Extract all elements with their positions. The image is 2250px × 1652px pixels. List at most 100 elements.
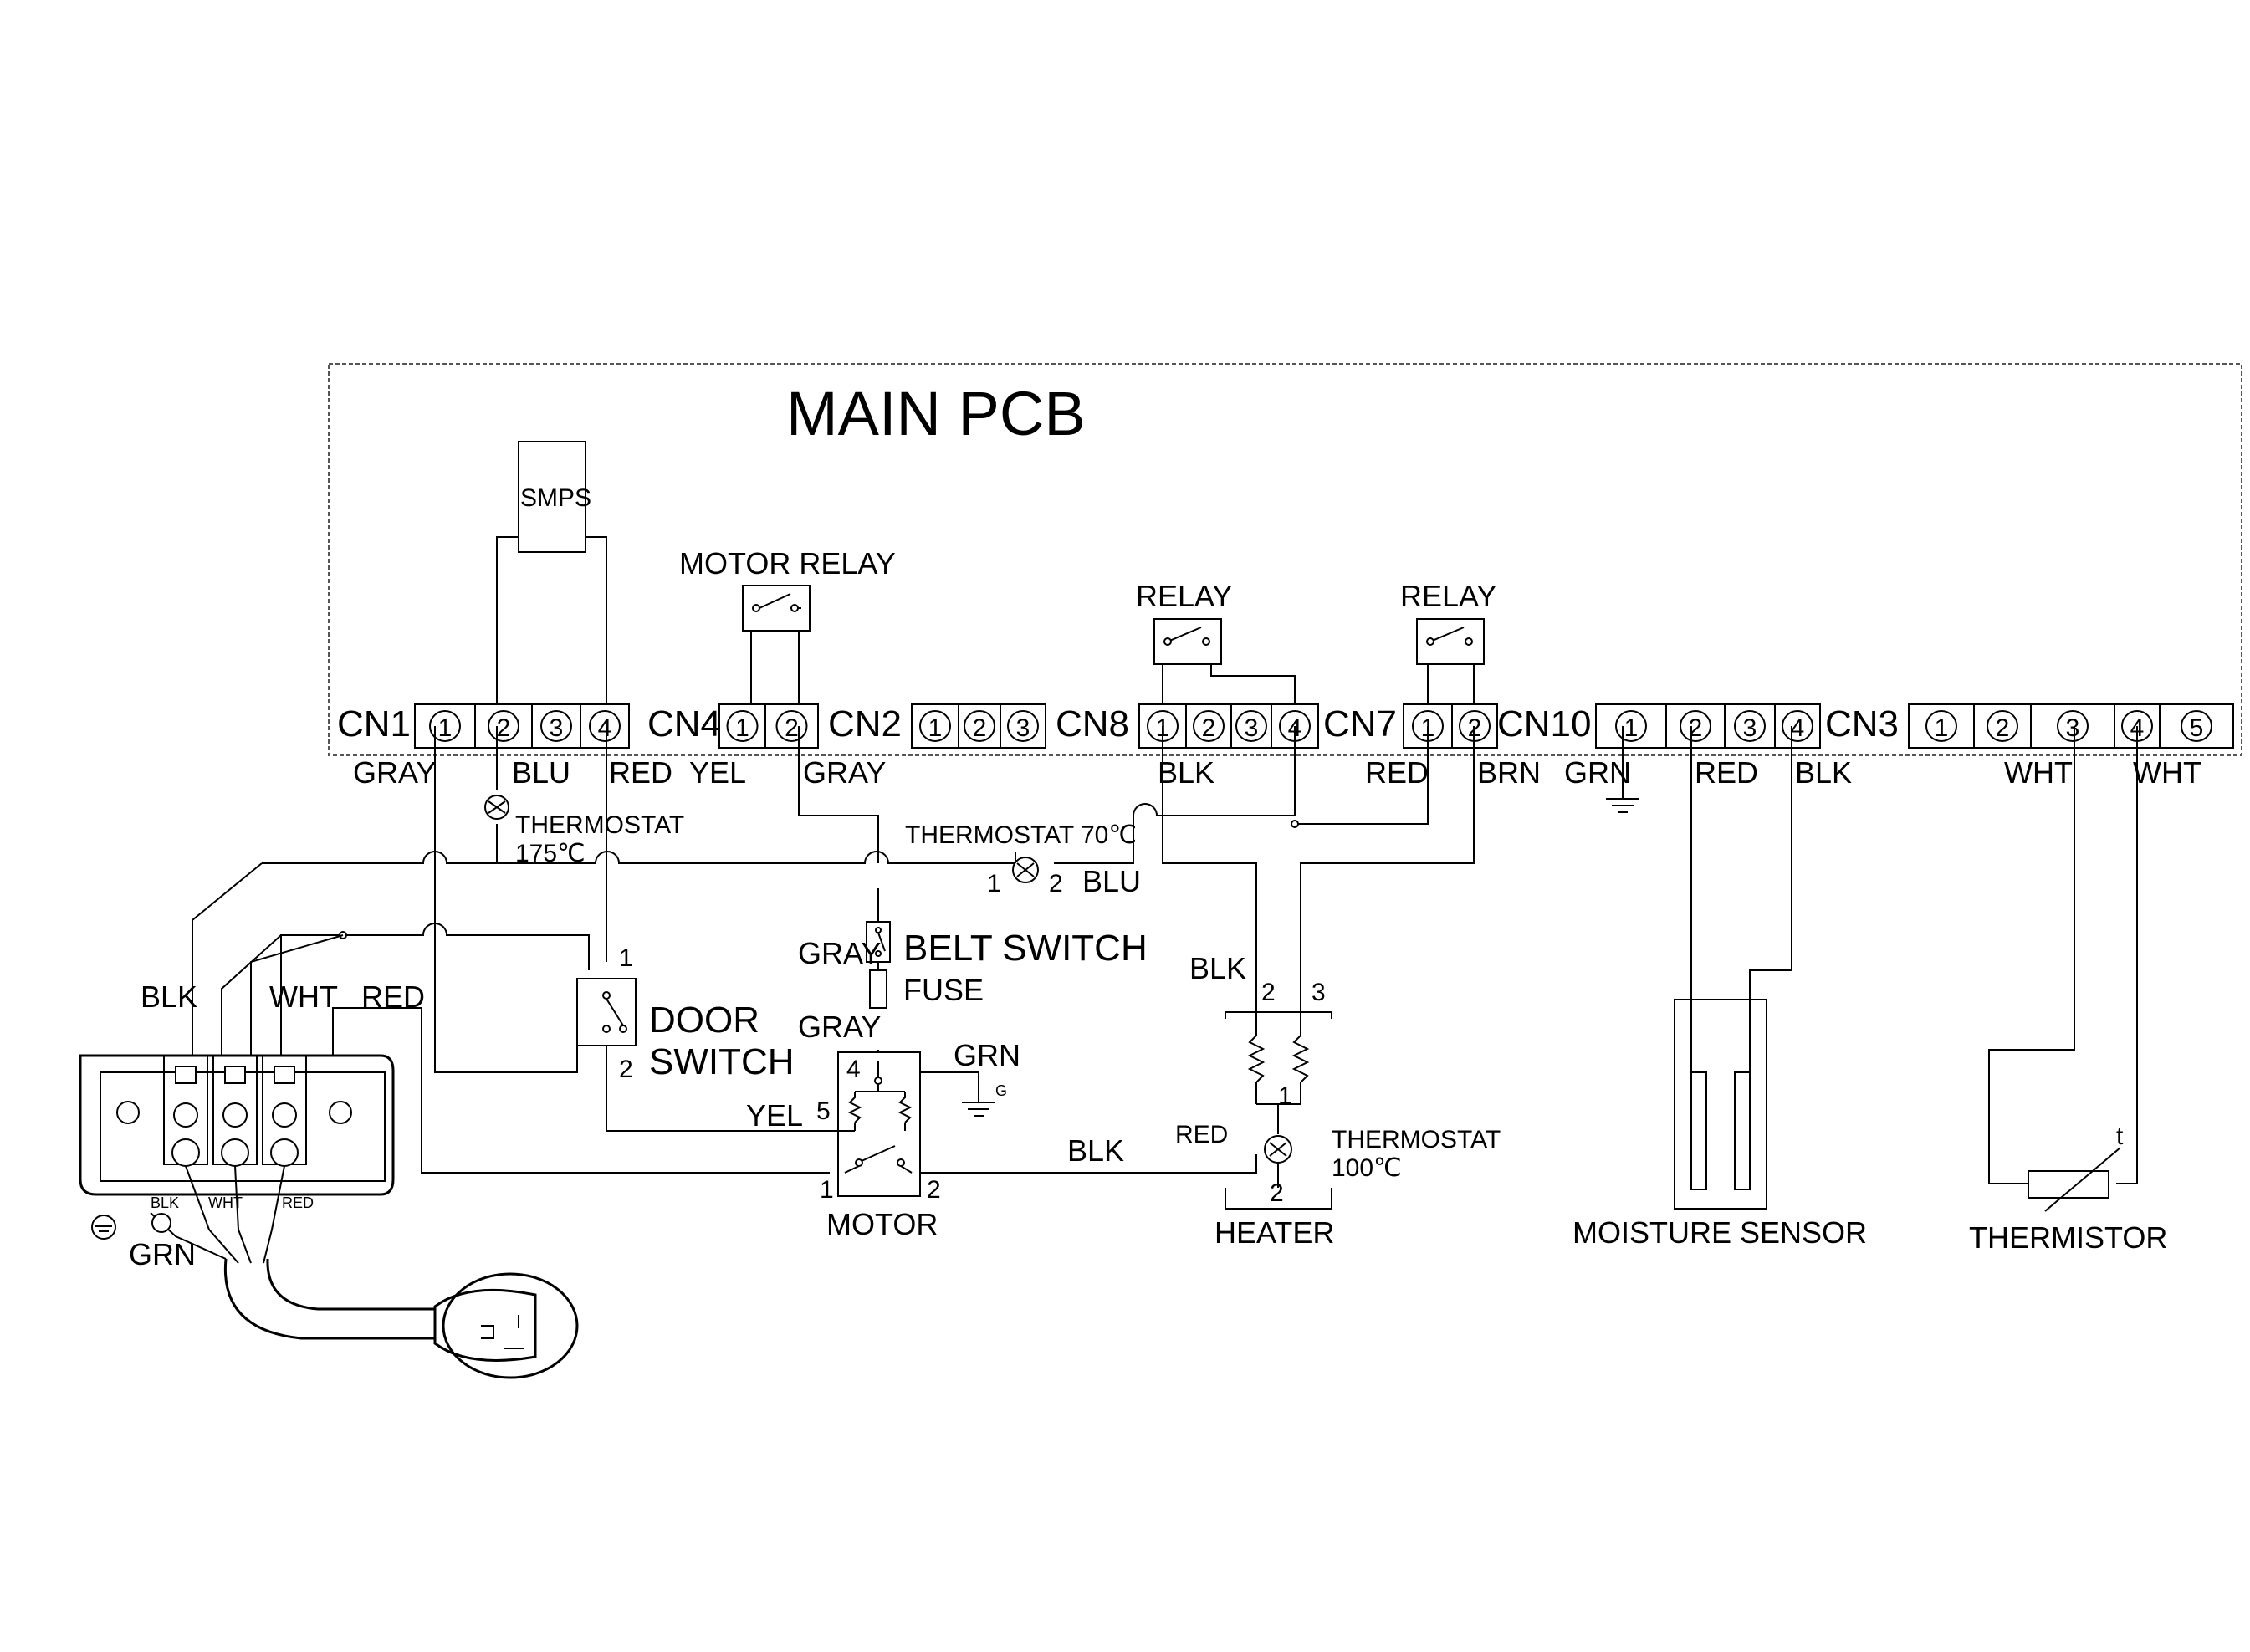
connector-cn1-pin-number: 4 [598, 714, 612, 742]
connector-cn8-label: CN8 [1056, 703, 1129, 744]
thermistor-label: THERMISTOR [1969, 1220, 2167, 1255]
thermostat-100-line2: 100℃ [1332, 1154, 1402, 1182]
motor-label: MOTOR [826, 1207, 938, 1241]
thermostat-175-line2: 175℃ [515, 840, 586, 867]
wire-label-yel-motor: YEL [746, 1098, 803, 1133]
main-pcb-title: MAIN PCB [786, 379, 1086, 448]
wire-label-cn3-wht-b: WHT [2133, 755, 2201, 790]
terminal-label-grn: GRN [129, 1237, 196, 1271]
fuse: FUSE [869, 969, 984, 1009]
relay-a-label: RELAY [1136, 579, 1232, 613]
connector-cn10-pin-circle [1734, 710, 1766, 742]
connector-cn4-pin-number: 1 [735, 714, 749, 742]
connector-cn1-label: CN1 [337, 703, 411, 744]
connector-cn10-pin-number: 4 [1791, 714, 1805, 742]
smps: SMPS [496, 441, 607, 726]
wire-label-cn4-yel: YEL [689, 755, 746, 790]
wire-label-cn1-red: RED [609, 755, 672, 790]
connector-cn3-pin-number: 1 [1935, 714, 1949, 742]
connector-cn2-pin-circle [919, 710, 951, 742]
thermostat-70-label: THERMOSTAT 70℃ [905, 821, 1137, 849]
connector-cn2-pin-number: 2 [973, 714, 987, 742]
thermistor: t THERMISTOR [1969, 1123, 2167, 1255]
main-pcb-board [328, 363, 2242, 756]
connector-cn3-pin-circle [2181, 710, 2212, 742]
heater-pin1: 1 [1278, 1082, 1292, 1110]
motor-pin1: 1 [820, 1176, 834, 1204]
connector-cn2-pin-circle [1007, 710, 1039, 742]
moisture-sensor-label: MOISTURE SENSOR [1572, 1215, 1867, 1250]
connector-cn2-pin-number: 3 [1016, 714, 1030, 742]
wire-label-blu-70: BLU [1082, 864, 1141, 898]
wire-label-blk-heater: BLK [1189, 951, 1246, 985]
terminal-block: BLK WHT RED GRN [79, 1054, 579, 1379]
motor-pin5: 5 [816, 1097, 831, 1125]
thermostat-175-line1: THERMOSTAT [515, 811, 684, 839]
connector-cn1-pin-number: 2 [497, 714, 511, 742]
connector-cn10-label: CN10 [1497, 703, 1592, 744]
connector-cn2-pin-circle [964, 710, 995, 742]
connector-cn8-pin-number: 2 [1202, 714, 1216, 742]
wire-label-cn1-blu: BLU [512, 755, 570, 790]
wire-label-cn8-blk: BLK [1158, 755, 1214, 790]
connector-cn1-pin-number: 1 [438, 714, 453, 742]
connector-cn7-label: CN7 [1323, 703, 1397, 744]
belt-switch-label: BELT SWITCH [903, 928, 1148, 969]
wire-label-red-heater: RED [1175, 1121, 1228, 1148]
connector-cn3-pin-number: 2 [1996, 714, 2010, 742]
motor-pin2: 2 [927, 1176, 941, 1204]
thermostat-70-pin2: 2 [1049, 870, 1063, 898]
wire-label-cn10-red: RED [1695, 755, 1758, 790]
fuse-label: FUSE [903, 973, 984, 1007]
wire-label-cn1-gray: GRAY [353, 755, 436, 790]
connector-cn10-pin-circle [1782, 710, 1813, 742]
connector-cn2-pin-number: 1 [928, 714, 943, 742]
connector-cn3-pin-circle [1987, 710, 2018, 742]
wire-label-gray-fuse: GRAY [798, 1010, 881, 1044]
thermostat-100-line1: THERMOSTAT [1332, 1126, 1501, 1153]
heater-pin2b: 2 [1270, 1179, 1284, 1207]
wire-label-cn7-brn: BRN [1477, 755, 1541, 790]
heater-label: HEATER [1214, 1215, 1334, 1250]
connector-cn3-pin-number: 3 [2066, 714, 2080, 742]
connector-cn3-pin-circle [2057, 710, 2089, 742]
heater: 2 3 1 2 HEATER [1214, 979, 1334, 1250]
terminal-label-blk: BLK [151, 1194, 179, 1211]
door-switch-line1: DOOR [649, 1000, 759, 1041]
connector-cn3-pin-number: 5 [2190, 714, 2204, 742]
thermostat-70: THERMOSTAT 70℃ 1 2 BLU [905, 821, 1141, 898]
wire-label-plug-red: RED [361, 979, 425, 1014]
wire-label-plug-blk: BLK [141, 979, 197, 1014]
connector-cn8-pin-circle [1193, 710, 1225, 742]
connector-cn8-pin-circle [1235, 710, 1267, 742]
connector-cn10-pin-circle [1680, 710, 1711, 742]
motor-relay: MOTOR RELAY [679, 546, 896, 726]
wires [192, 726, 2138, 1184]
door-switch: 1 2 DOOR SWITCH [576, 944, 795, 1083]
relay-b: RELAY [1400, 579, 1496, 726]
wire-label-grn-motor: GRN [954, 1038, 1020, 1072]
connector-cn2-label: CN2 [828, 703, 902, 744]
door-switch-pin1: 1 [619, 944, 633, 972]
connector-cn8-pin-number: 3 [1245, 714, 1259, 742]
terminal-label-red: RED [282, 1194, 314, 1211]
wire-label-cn4-gray: GRAY [803, 755, 886, 790]
wire-label-plug-wht: WHT [269, 979, 338, 1014]
connector-cn10-pin-number: 3 [1743, 714, 1757, 742]
connector-cn4-label: CN4 [647, 703, 721, 744]
relay-a: RELAY [1136, 579, 1296, 726]
wire-label-g-motor: G [995, 1082, 1007, 1099]
wire-label-blk-motor: BLK [1067, 1133, 1124, 1168]
thermostat-175: THERMOSTAT 175℃ [484, 795, 684, 867]
thermostat-100: THERMOSTAT 100℃ [1332, 1126, 1501, 1182]
moisture-sensor: MOISTURE SENSOR [1572, 999, 1867, 1250]
motor-pin4: 4 [846, 1056, 861, 1083]
wire-label-gray-belt: GRAY [798, 936, 881, 970]
door-switch-line2: SWITCH [649, 1041, 795, 1082]
connector-cn1-pin-circle [540, 710, 572, 742]
wire-label-cn3-wht-a: WHT [2004, 755, 2073, 790]
relay-b-label: RELAY [1400, 579, 1496, 613]
connector-cn4-pin-circle [726, 710, 759, 742]
